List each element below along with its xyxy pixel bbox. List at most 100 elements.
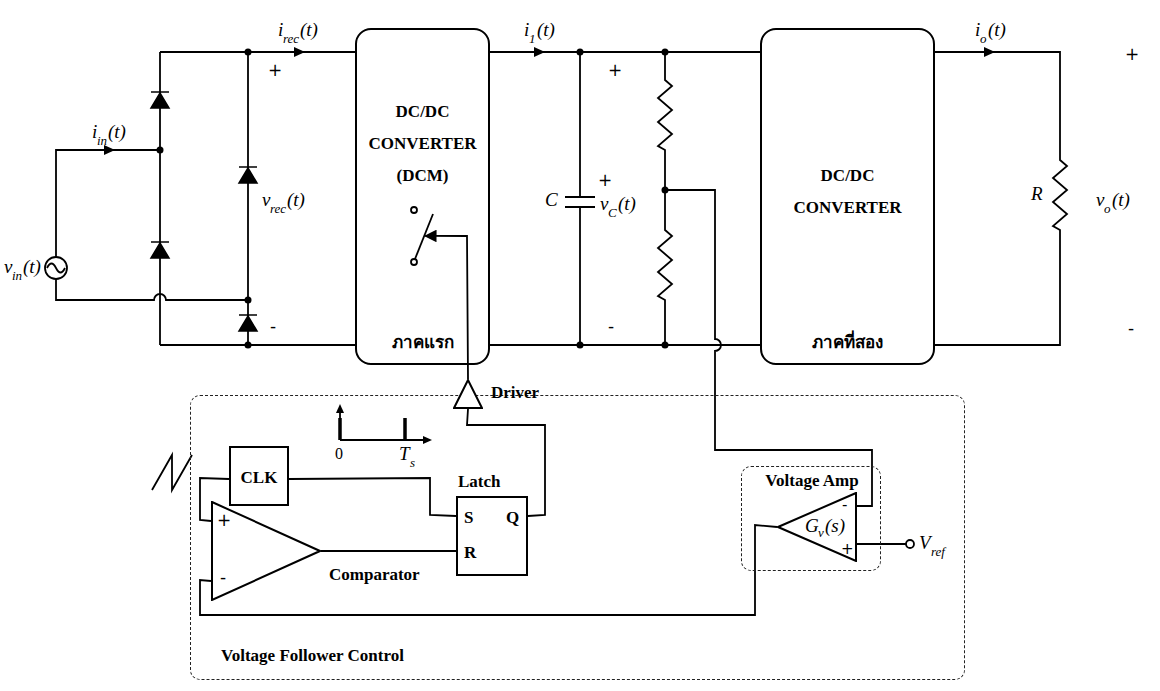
- signal-label: (t): [287, 190, 305, 210]
- polarity-sign: +: [217, 510, 231, 530]
- control-group: Voltage Follower ControlCLKLatchSQRDrive…: [190, 395, 965, 680]
- signal-label: v: [262, 190, 270, 210]
- ac-source: [45, 257, 67, 279]
- signal-label: v: [1096, 190, 1104, 210]
- driver-triangle: [454, 380, 482, 408]
- wire: [160, 51, 355, 53]
- junction-dot: [577, 342, 584, 349]
- ac-source: [47, 264, 65, 273]
- polarity-sign: +: [1125, 44, 1139, 64]
- wire: [160, 344, 355, 346]
- axis-label: T: [399, 444, 410, 464]
- stage-label: ภาคแรก: [360, 330, 485, 354]
- signal-label: (t): [300, 20, 318, 40]
- signal-label: i: [278, 20, 283, 40]
- transfer-function: G: [805, 516, 819, 536]
- diode-symbol: [151, 243, 169, 258]
- capacitor-symbol: [565, 52, 595, 345]
- current-arrow: [534, 47, 545, 57]
- pin-name: Q: [506, 508, 519, 528]
- signal-label: (t): [108, 122, 126, 142]
- converter-box: DC/DC CONVERTER (DCM) ภาคแรก: [355, 28, 490, 365]
- wire: [45, 52, 1067, 548]
- comparator-triangle: [212, 502, 320, 600]
- junction-dot: [245, 342, 252, 349]
- clock-pulse: [340, 418, 405, 440]
- current-arrow: [294, 47, 305, 57]
- pulse-axes: [423, 436, 432, 444]
- amplifier-group: Voltage AmpGv(s)-+: [741, 466, 881, 571]
- signal-wire: [425, 236, 468, 379]
- signal-label: (t): [537, 20, 555, 40]
- group-title: Voltage Amp: [742, 471, 882, 491]
- terminal: [906, 540, 914, 548]
- signal-label: rec: [283, 29, 299, 49]
- axis-label: s: [410, 453, 415, 473]
- switch-symbol: [411, 207, 417, 213]
- amplifier-triangle: Gv(s)-+: [777, 492, 857, 562]
- comparator-triangle: +-Comparator: [211, 501, 321, 601]
- polarity-sign: +: [608, 60, 622, 80]
- signal-label: (t): [23, 257, 41, 277]
- signal-label: (t): [988, 20, 1006, 40]
- junction-dot: [662, 187, 669, 194]
- signal-wire: [321, 550, 456, 552]
- load-resistor: [935, 52, 1067, 345]
- box-title: DC/DC CONVERTER: [770, 160, 925, 224]
- diode-symbol: [151, 92, 257, 331]
- polarity-sign: -: [1128, 318, 1134, 338]
- signal-label: in: [97, 131, 107, 151]
- polarity-sign: +: [268, 60, 282, 80]
- signal-label: 1: [529, 29, 536, 49]
- junction-dot: [245, 297, 252, 304]
- signal-label: V: [919, 533, 931, 553]
- driver-triangle: [453, 379, 483, 409]
- box-title: DC/DC CONVERTER (DCM): [360, 96, 485, 192]
- signal-label: in: [12, 266, 22, 286]
- diode-symbol: [239, 168, 257, 183]
- axis-label: 0: [335, 444, 343, 464]
- polarity-sign: -: [220, 567, 226, 587]
- wire: [56, 279, 248, 300]
- diode-symbol: [151, 91, 169, 93]
- box-title: Comparator: [329, 565, 420, 585]
- group-title: Voltage Follower Control: [221, 646, 404, 666]
- current-arrow: [104, 47, 995, 444]
- box-title: CLK: [229, 468, 289, 488]
- junction-dot: [157, 49, 669, 349]
- signal-label: rec: [270, 199, 286, 219]
- pin-name: R: [464, 543, 476, 563]
- polarity-sign: +: [598, 170, 612, 190]
- signal-label: i: [92, 122, 97, 142]
- signal-label: i: [975, 20, 980, 40]
- box-title: Latch: [458, 472, 501, 492]
- signal-wire: [289, 478, 456, 516]
- amplifier-triangle: [778, 493, 856, 561]
- latch-box: LatchSQR: [456, 496, 528, 576]
- component-name: C: [545, 190, 558, 210]
- pulse-axes: [340, 410, 426, 440]
- driver-triangle: Driver: [453, 379, 483, 409]
- component-name: R: [1031, 184, 1043, 204]
- converter-box: DC/DC CONVERTERภาคที่สอง: [760, 28, 935, 365]
- wire: [56, 150, 160, 257]
- junction-dot: [157, 147, 164, 154]
- diode-symbol: [239, 316, 257, 331]
- wire: [490, 344, 760, 346]
- current-arrow: [984, 47, 995, 57]
- clock-box: CLK: [229, 446, 289, 506]
- junction-dot: [662, 49, 669, 56]
- sawtooth-symbol: [152, 455, 192, 490]
- diode-symbol: [239, 166, 257, 168]
- box-title: Driver: [491, 383, 539, 403]
- polarity-sign: +: [841, 539, 854, 559]
- pulse-axes: [336, 404, 344, 413]
- diode-symbol: [151, 93, 169, 108]
- signal-label: C: [608, 203, 617, 223]
- switch-symbol: [411, 259, 417, 265]
- signal-label: o: [980, 29, 987, 49]
- diode-symbol: [151, 241, 169, 243]
- transfer-function: (s): [825, 516, 845, 536]
